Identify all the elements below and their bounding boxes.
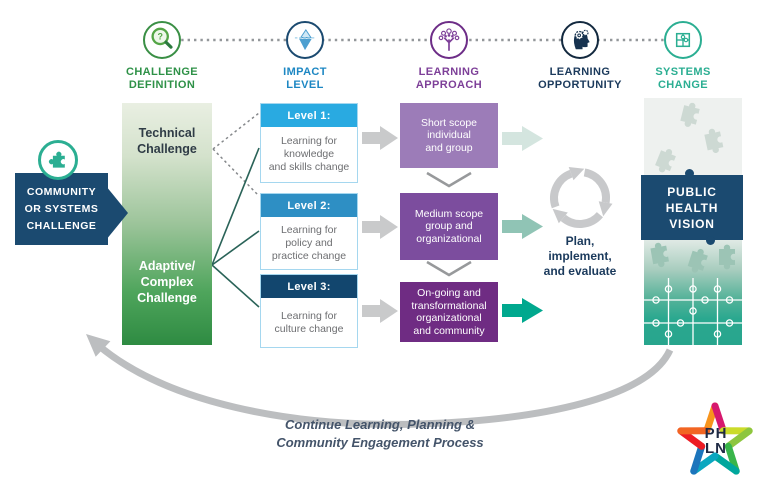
head-gears-icon xyxy=(573,29,590,50)
phln-star-icon xyxy=(677,402,753,475)
systems-change-circle xyxy=(664,21,702,59)
phln-logo-line1: PH xyxy=(704,425,728,442)
level-to-approach-arrows xyxy=(362,126,398,323)
puzzle-grid-icon xyxy=(675,32,691,48)
scattered-pieces-icon xyxy=(655,102,724,173)
community-arrow xyxy=(106,186,128,240)
level-3-header: Level 3: xyxy=(261,275,357,298)
plan-implement-evaluate-text: Plan, implement, and evaluate xyxy=(543,234,617,278)
approach-to-opportunity-arrows xyxy=(502,126,543,323)
community-circle xyxy=(38,140,78,180)
level-1-header: Level 1: xyxy=(261,104,357,127)
stage-label-impact-level: IMPACT LEVEL xyxy=(283,66,327,91)
puzzle-knob xyxy=(685,169,694,178)
svg-text:?: ? xyxy=(157,32,162,42)
puzzle-piece-icon xyxy=(48,151,65,168)
level-1-body: Learning for knowledge and skills change xyxy=(268,135,350,173)
magnifier-question-icon: ? xyxy=(151,27,173,49)
puzzle-knob xyxy=(706,236,715,245)
public-health-vision-box: PUBLIC HEALTH VISION xyxy=(641,175,743,240)
puzzle-assembled-grid xyxy=(644,240,742,345)
stage-label-learning-opportunity: LEARNING OPPORTUNITY xyxy=(538,66,622,91)
learning-tree-icon xyxy=(438,28,460,51)
feedback-curve-arrow xyxy=(86,334,674,428)
level-2-header: Level 2: xyxy=(261,194,357,217)
approach-medium-scope-box: Medium scope group and organizational xyxy=(400,193,498,260)
learning-opportunity-circle xyxy=(561,21,599,59)
iceberg-icon xyxy=(294,28,316,51)
impact-level-3-box: Level 3: Learning for culture change xyxy=(260,274,358,348)
challenge-definition-box: Technical Challenge Adaptive/ Complex Ch… xyxy=(122,103,212,345)
technical-challenge-label: Technical Challenge xyxy=(137,126,197,156)
puzzle-grid-lines-icon xyxy=(644,242,742,345)
puzzle-scattered-pieces xyxy=(644,98,742,175)
phln-logo-text: PH LN xyxy=(668,426,764,456)
approach-ongoing-box: On-going and transformational organizati… xyxy=(400,282,498,342)
community-challenge-box: COMMUNITY OR SYSTEMS CHALLENGE xyxy=(15,173,108,245)
impact-level-1-box: Level 1: Learning for knowledge and skil… xyxy=(260,103,358,183)
learning-approach-circle xyxy=(430,21,468,59)
adaptive-connectors xyxy=(211,147,260,308)
challenge-definition-circle: ? xyxy=(143,21,181,59)
stage-label-learning-approach: LEARNING APPROACH xyxy=(415,66,483,91)
approach-short-scope-box: Short scope individual and group xyxy=(400,103,498,168)
impact-level-2-box: Level 2: Learning for policy and practic… xyxy=(260,193,358,270)
stage-label-systems-change: SYSTEMS CHANGE xyxy=(655,66,711,91)
stage-label-challenge-definition: CHALLENGE DEFINITION xyxy=(125,66,199,91)
phln-logo: PH LN xyxy=(668,402,764,482)
level-3-body: Learning for culture change xyxy=(274,309,344,335)
cycle-arrows-icon xyxy=(550,167,613,228)
technical-connectors xyxy=(212,112,260,197)
level-2-body: Learning for policy and practice change xyxy=(271,223,347,262)
continue-learning-caption: Continue Learning, Planning & Community … xyxy=(276,417,484,450)
adaptive-challenge-label: Adaptive/ Complex Challenge xyxy=(137,259,197,305)
phln-logo-line2: LN xyxy=(705,440,727,457)
impact-level-circle xyxy=(286,21,324,59)
